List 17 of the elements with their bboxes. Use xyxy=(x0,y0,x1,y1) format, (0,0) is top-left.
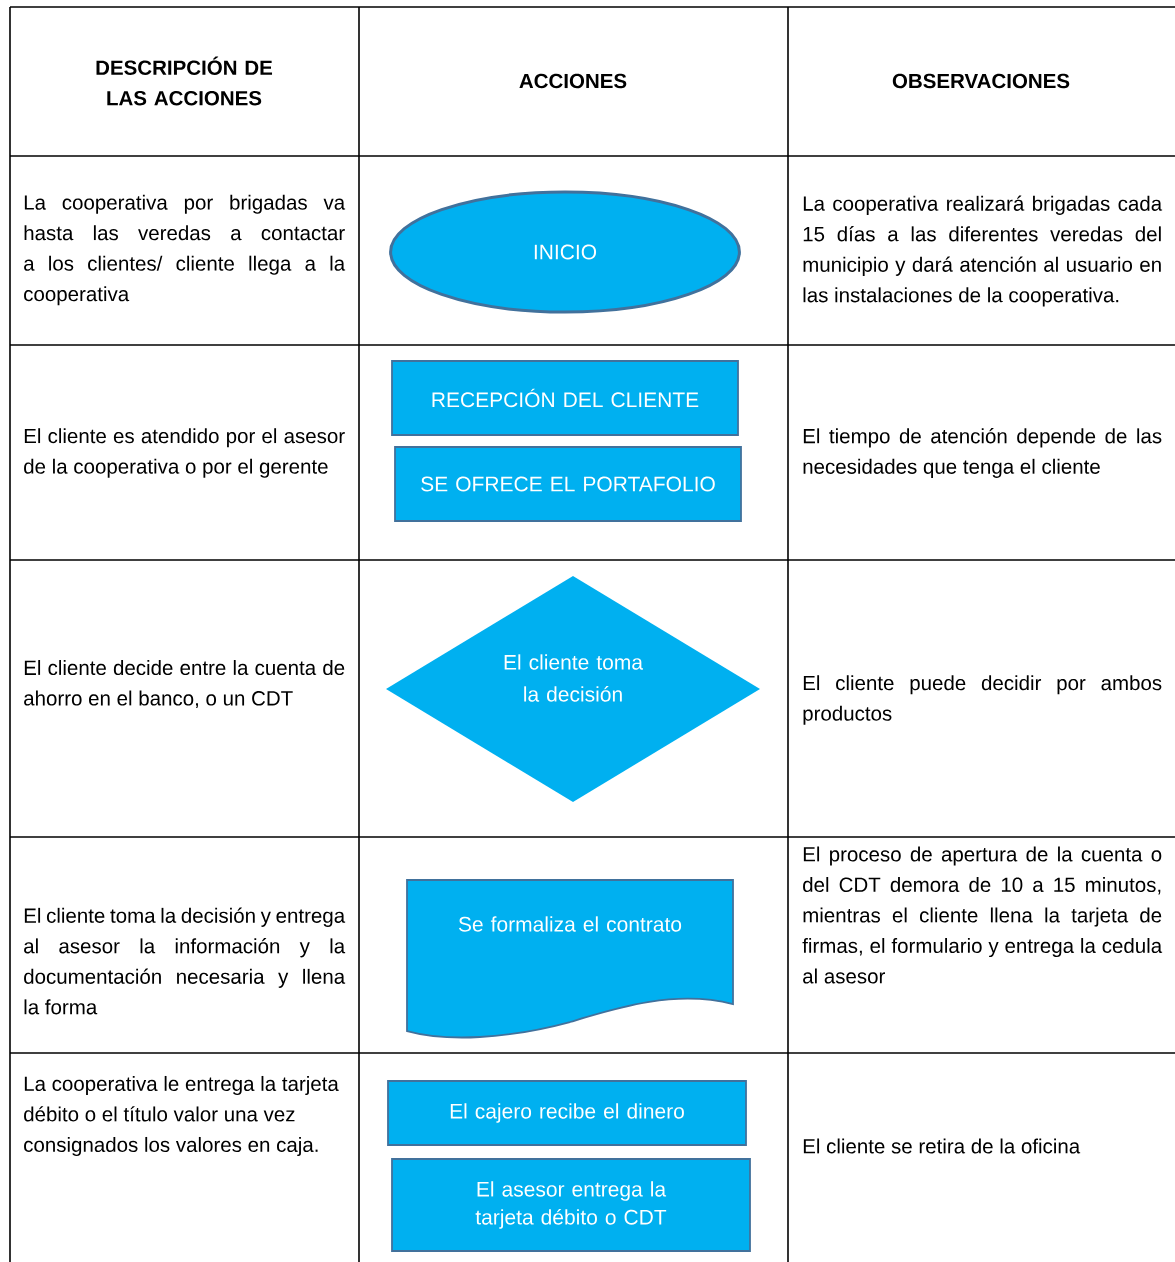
description-text: El cliente toma la decisión y entrega al asesor la información y la documentación necesaria y llena la forma xyxy=(24,907,346,1015)
observation-text: El tiempo de atención depende de las necesidades que tenga el cliente xyxy=(803,428,1162,478)
description-text: La cooperativa por brigadas va hasta las veredas a contactar a los clientes/ cliente llega a la cooperativa xyxy=(24,194,346,306)
process-box: RECEPCIÓN DEL CLIENTE xyxy=(391,360,739,436)
observation-text: El proceso de apertura de la cuenta o del CDT demora de 10 a 15 minutos, mientras el cliente llena la tarjeta de firmas, el formulario y entrega la cedula al asesor xyxy=(802,846,1163,984)
observation-text: La cooperativa realizará brigadas cada 15 días a las diferentes veredas del municipio y dará atención al usuario en las instalaciones de la cooperativa. xyxy=(803,195,1163,307)
description-text: El cliente es atendido por el asesor de la cooperativa o por el gerente xyxy=(24,428,345,478)
description-text: El cliente decide entre la cuenta de ahorro en el banco, o un CDT xyxy=(24,660,345,708)
observation-text: El cliente se retira de la oficina xyxy=(803,1138,1081,1154)
description-text: La cooperativa le entrega la tarjeta débito o el título valor una vez consignados los valores en caja. xyxy=(24,1075,339,1157)
process-box: SE OFRECE EL PORTAFOLIO xyxy=(394,446,742,522)
observation-text: El cliente puede decidir por ambos productos xyxy=(803,675,1162,725)
process-box: El cajero recibe el dinero xyxy=(387,1080,747,1146)
process-box: El asesor entrega la tarjeta débito o CDT xyxy=(391,1158,751,1252)
column-header: ACCIONES xyxy=(519,73,627,89)
column-header: DESCRIPCIÓN DE LAS ACCIONES xyxy=(96,56,273,106)
column-header: OBSERVACIONES xyxy=(892,73,1070,89)
